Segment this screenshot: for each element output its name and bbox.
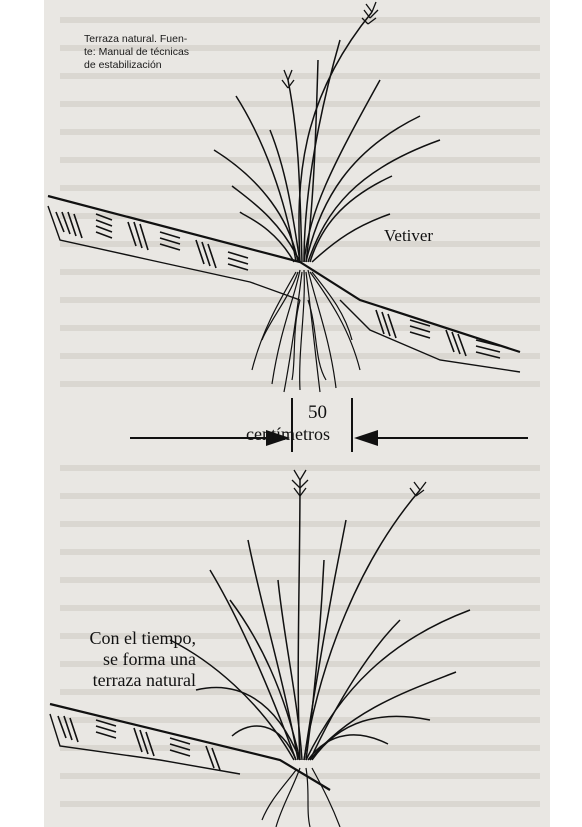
caption-line: de estabilización [84,59,214,72]
note-line: Con el tiempo, [28,628,196,649]
measure-unit: centímetros [246,424,330,445]
caption-line: Terraza natural. Fuen- [84,33,214,46]
terrace-note: Con el tiempo, se forma una terraza natu… [28,628,196,691]
measure-value: 50 [308,402,327,424]
note-line: terraza natural [28,670,196,691]
figure-caption: Terraza natural. Fuen- te: Manual de téc… [84,33,214,72]
note-line: se forma una [28,649,196,670]
caption-line: te: Manual de técnicas [84,46,214,59]
bottom-plant-seedheads [292,470,426,496]
plant-label: Vetiver [384,226,433,246]
